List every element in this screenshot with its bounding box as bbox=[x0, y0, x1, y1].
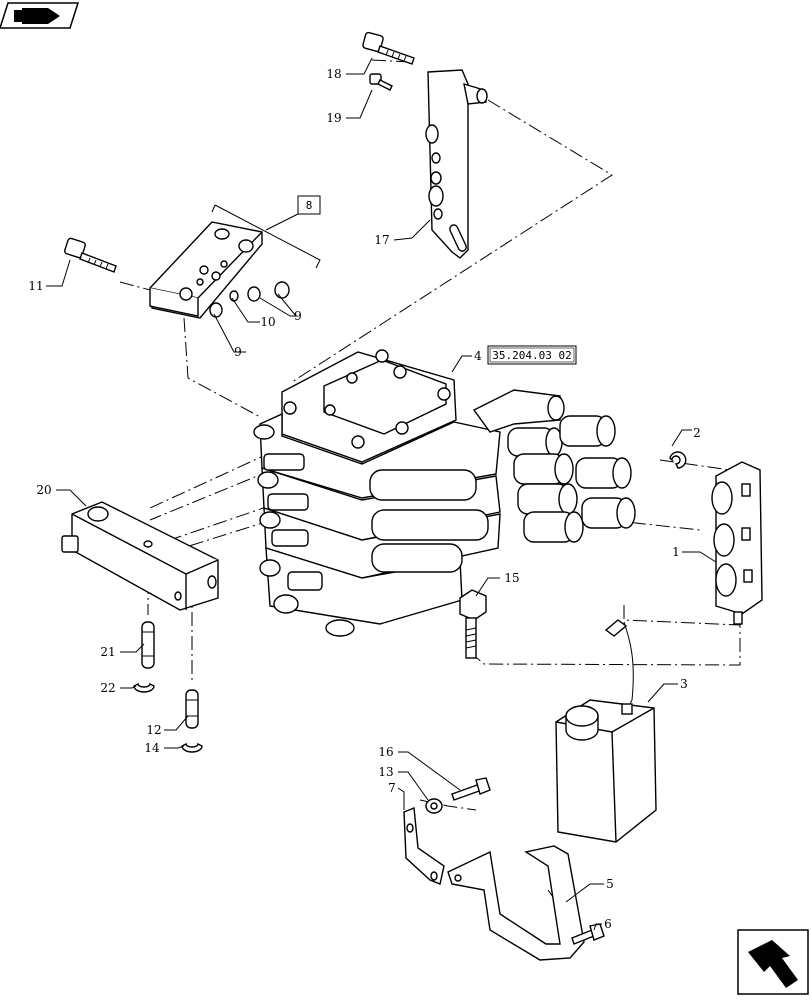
callout-13: 13 bbox=[378, 765, 393, 779]
callout-14: 14 bbox=[144, 741, 160, 755]
screw-19 bbox=[369, 73, 393, 91]
callout-7: 7 bbox=[388, 781, 396, 795]
leader-lines bbox=[46, 57, 717, 931]
screw-6 bbox=[571, 923, 605, 945]
clip-22 bbox=[133, 682, 155, 693]
clip-14 bbox=[181, 742, 203, 753]
section-reference-text: 35.204.03 02 bbox=[492, 349, 571, 362]
strap-5 bbox=[447, 845, 585, 961]
cover-plate bbox=[149, 221, 263, 319]
callout-numbers: 2 1 3 4 5 6 7 9 9 10 11 12 13 14 15 16 1… bbox=[28, 67, 700, 931]
callout-9-lower: 9 bbox=[234, 345, 242, 359]
bracket-17 bbox=[425, 69, 488, 259]
bracket-7 bbox=[403, 807, 445, 885]
bolt-18 bbox=[362, 31, 415, 65]
callout-1: 1 bbox=[672, 545, 680, 559]
callout-19: 19 bbox=[326, 111, 341, 125]
section-reference: 35.204.03 02 bbox=[487, 345, 577, 365]
bolt-15 bbox=[459, 589, 487, 659]
book-arrow-icon[interactable] bbox=[0, 2, 80, 29]
couplers bbox=[507, 415, 636, 543]
callout-2: 2 bbox=[693, 426, 701, 440]
callout-5: 5 bbox=[606, 877, 614, 891]
callout-17: 17 bbox=[374, 233, 389, 247]
next-page-arrow-icon[interactable] bbox=[737, 929, 809, 995]
bolt-16 bbox=[451, 777, 491, 801]
callout-6: 6 bbox=[604, 917, 612, 931]
callout-15: 15 bbox=[504, 571, 519, 585]
callout-9-upper: 9 bbox=[294, 309, 302, 323]
callout-20: 20 bbox=[36, 483, 51, 497]
callout-11: 11 bbox=[28, 279, 43, 293]
callout-3: 3 bbox=[680, 677, 688, 691]
cap-holder-1 bbox=[711, 461, 763, 625]
callout-21: 21 bbox=[100, 645, 115, 659]
bolt-11 bbox=[64, 237, 117, 273]
callout-12: 12 bbox=[146, 723, 161, 737]
control-valve-4 bbox=[253, 349, 565, 637]
washer-13 bbox=[425, 798, 443, 814]
lever-20 bbox=[61, 501, 219, 611]
callout-22: 22 bbox=[100, 681, 115, 695]
assembly-centerlines bbox=[119, 59, 741, 931]
pin-21 bbox=[141, 621, 155, 669]
callout-16: 16 bbox=[378, 745, 393, 759]
callout-18: 18 bbox=[326, 67, 341, 81]
reference-8: 8 bbox=[306, 199, 313, 212]
clip-2 bbox=[669, 451, 687, 469]
pin-12 bbox=[185, 689, 199, 729]
callout-10: 10 bbox=[260, 315, 275, 329]
reference-box-8: 8 bbox=[211, 195, 321, 269]
reservoir-3 bbox=[555, 619, 657, 843]
callout-4: 4 bbox=[474, 349, 482, 363]
